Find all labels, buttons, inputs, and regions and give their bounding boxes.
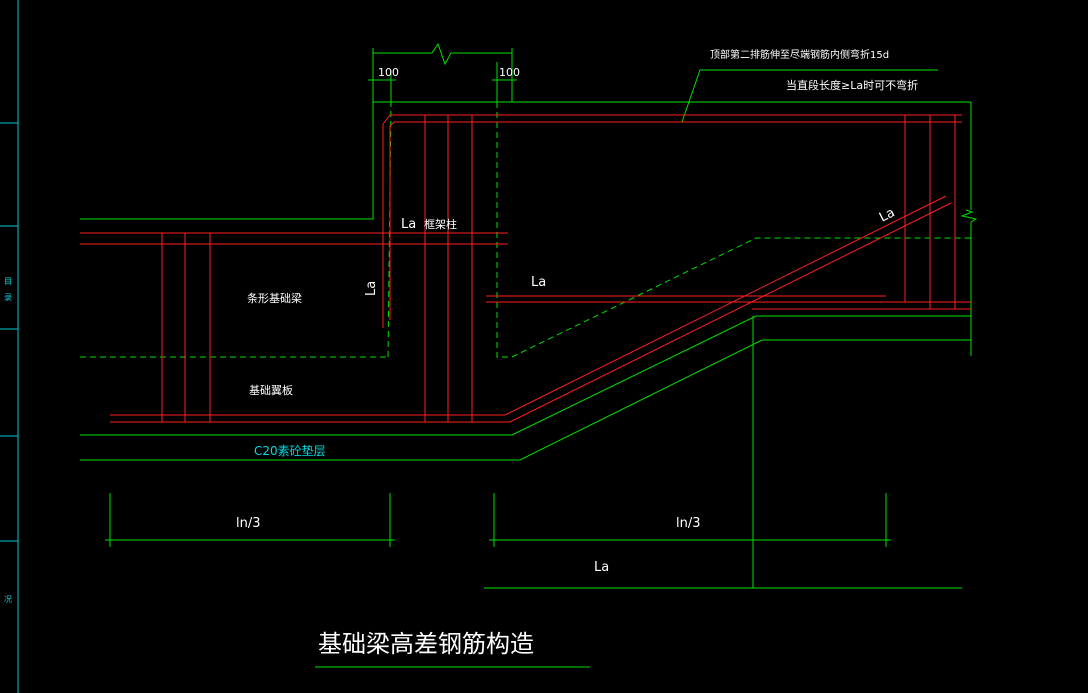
sidebar-char: 况 <box>4 595 12 604</box>
label-wing-plate: 基础翼板 <box>249 383 293 397</box>
rebar-top-upper-level-inner <box>389 121 962 320</box>
dim-text-la-bottom: La <box>594 560 609 575</box>
sidebar-char: 录 <box>4 293 12 302</box>
rebar-bottom-second <box>110 202 952 423</box>
rebar-bottom-first <box>110 195 947 416</box>
dim-text-100-right: 100 <box>499 66 520 79</box>
dim-text-100-left: 100 <box>378 66 399 79</box>
note-text-line1: 顶部第二排筋伸至尽端钢筋内侧弯折15d <box>710 48 889 61</box>
sidebar-char: 目 <box>4 277 12 286</box>
rebar <box>80 114 971 423</box>
beam-top-outline <box>80 101 971 220</box>
note-leader-line <box>681 69 938 123</box>
note-text-line2: 当直段长度≥La时可不弯折 <box>786 78 918 92</box>
dim-text-ln3-left: ln/3 <box>236 516 261 531</box>
dimension-lines <box>105 42 962 668</box>
label-la-column: La <box>401 217 416 232</box>
text-labels: 顶部第二排筋伸至尽端钢筋内侧弯折15d 当直段长度≥La时可不弯折 100 10… <box>236 48 918 658</box>
label-la-middle: La <box>531 275 546 290</box>
column-hidden-line <box>496 102 971 358</box>
concrete-outline <box>80 101 978 461</box>
dim-text-ln3-right: ln/3 <box>676 516 701 531</box>
label-cushion: C20素砼垫层 <box>254 443 326 458</box>
label-frame-column: 框架柱 <box>424 217 457 231</box>
break-mark-right <box>960 209 978 223</box>
label-la-diagonal: La <box>877 205 897 225</box>
rebar-top-upper-level <box>382 114 962 328</box>
left-sidebar: 目 录 况 <box>0 0 19 693</box>
drawing-title: 基础梁高差钢筋构造 <box>318 630 534 658</box>
label-strip-beam: 条形基础梁 <box>247 291 302 305</box>
label-la-vertical: La <box>364 281 379 296</box>
cushion-bottom-outline <box>80 339 971 461</box>
dim-break-mark <box>431 42 452 66</box>
beam-bottom-outline <box>80 315 971 436</box>
